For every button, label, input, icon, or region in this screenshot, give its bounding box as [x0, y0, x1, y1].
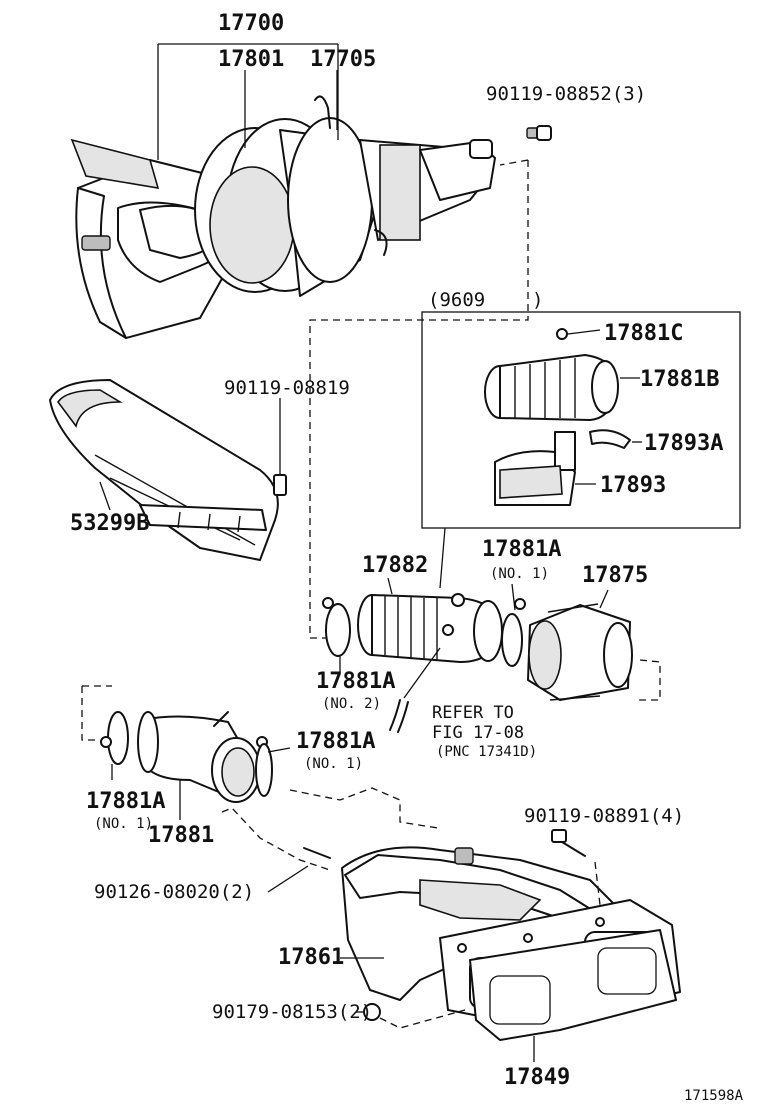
part-labels: 17700 17801 17705 90119-08852(3) 90119-0… [70, 11, 744, 1104]
label-90119-08819: 90119-08819 [224, 377, 350, 399]
label-90179-08153: 90179-08153(2) [212, 1001, 372, 1023]
label-no1-left: (NO. 1) [94, 816, 153, 832]
label-fig-17-08: FIG 17-08 [432, 723, 524, 743]
label-17881A-top: 17881A [482, 537, 561, 562]
label-17849: 17849 [504, 1065, 570, 1090]
label-no2: (NO. 2) [322, 696, 381, 712]
label-17893: 17893 [600, 473, 666, 498]
label-17881: 17881 [148, 823, 214, 848]
label-pnc: (PNC 17341D) [436, 744, 537, 760]
intake-manifold-17861 [221, 787, 681, 1062]
figure-id: 171598A [684, 1088, 744, 1104]
label-17881A-left: 17881A [86, 789, 165, 814]
refer-pipe [389, 647, 441, 733]
label-17861: 17861 [278, 945, 344, 970]
hose-17882 [322, 577, 526, 672]
label-17801: 17801 [218, 47, 284, 72]
label-9609-close: ) [532, 289, 543, 311]
label-17882: 17882 [362, 553, 428, 578]
label-17881A-no2: 17881A [316, 669, 395, 694]
duct-53299B [49, 379, 287, 561]
bolt-90119-08852 [309, 125, 552, 639]
label-90119-08891: 90119-08891(4) [524, 805, 684, 827]
label-17700: 17700 [218, 11, 284, 36]
elbow-17881 [81, 685, 291, 820]
label-90119-08852: 90119-08852(3) [486, 83, 646, 105]
label-53299B: 53299B [70, 511, 149, 536]
label-17705: 17705 [310, 47, 376, 72]
label-17881B: 17881B [640, 367, 719, 392]
label-90126-08020: 90126-08020(2) [94, 881, 254, 903]
inset-box-9609 [421, 311, 741, 589]
label-no1-mid: (NO. 1) [304, 756, 363, 772]
label-17893A: 17893A [644, 431, 723, 456]
cap-17875 [527, 589, 661, 701]
label-17875: 17875 [582, 563, 648, 588]
label-no1-top: (NO. 1) [490, 566, 549, 582]
label-9609: (9609 [428, 289, 485, 311]
air-cleaner-assembly [70, 43, 496, 339]
label-17881C: 17881C [604, 321, 683, 346]
label-refer-to: REFER TO [432, 703, 514, 723]
label-17881A-mid: 17881A [296, 729, 375, 754]
